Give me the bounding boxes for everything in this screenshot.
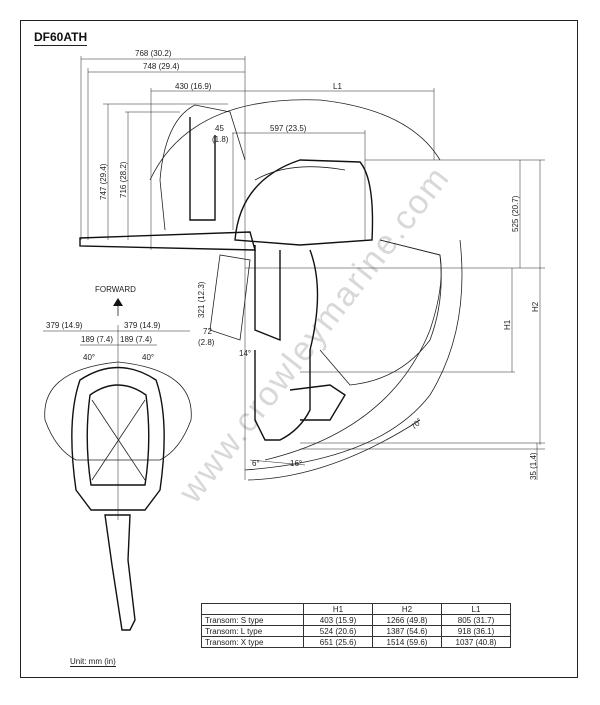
label-dimensions-H1: H1 [503,319,512,330]
label-dimensions-d72_b: (2.8) [198,338,215,347]
label-table-rows-0-2: 1266 (49.8) [372,614,442,626]
label-dimensions-d45_a: 45 [215,124,224,133]
outboard-motor-side-view [79,104,442,441]
label-table-rows-1-3: 918 (36.1) [441,625,511,637]
label-table-headers-1: H1 [303,603,373,615]
label-table-rows-0-3: 805 (31.7) [441,614,511,626]
top-dimensions: 768 (30.2) 748 (29.4) 430 (16.9) L1 45 (… [80,49,435,480]
forward-arrow-icon [113,298,123,306]
label-table-headers-3: L1 [441,603,511,615]
label-dimensions-d768: 768 (30.2) [135,49,172,58]
label-dimensions-L1: L1 [333,82,342,91]
label-dimensions-d748: 748 (29.4) [143,62,180,71]
label-table-rows-1-1: 524 (20.6) [303,625,373,637]
label-table-headers-2: H2 [372,603,442,615]
label-dimensions-H2: H2 [531,301,540,312]
label-dimensions-d379_l: 379 (14.9) [46,321,83,330]
label-table-rows-2-2: 1514 (59.6) [372,636,442,648]
model-title: DF60ATH [34,30,88,46]
label-dimensions-d321: 321 (12.3) [197,281,206,318]
label-dimensions-d747: 747 (29.4) [99,163,108,200]
label-dimensions-a14: 14° [239,349,251,358]
outboard-motor-top-view: 379 (14.9) 379 (14.9) 189 (7.4) 189 (7.4… [43,298,192,631]
vertical-dimensions-left: 747 (29.4) 716 (28.2) 321 (12.3) 72 (2.8… [99,103,251,358]
drawing-frame [20,20,578,678]
label-dimensions-d379_r: 379 (14.9) [124,321,161,330]
label-dimensions-d189_l: 189 (7.4) [81,335,113,344]
label-dimensions-d189_r: 189 (7.4) [120,335,152,344]
label-table-headers-0 [201,603,304,615]
label-table-rows-0-0: Transom: S type [201,614,304,626]
table-header-row: H1 H2 L1 [201,603,511,615]
label-dimensions-d430: 430 (16.9) [175,82,212,91]
label-table-rows-2-1: 651 (25.6) [303,636,373,648]
label-dimensions-a40_r: 40° [142,353,154,362]
vertical-dimensions-right: 525 (20.7) H1 H2 35 (1.4) [245,159,545,480]
label-dimensions-a6: 6° [252,459,260,468]
label-dimensions-d35: 35 (1.4) [529,452,538,480]
label-dimensions-a16: 16° [290,459,302,468]
label-dimensions-d72_a: 72 [203,327,212,336]
label-dimensions-a40_l: 40° [83,353,95,362]
label-dimensions-d45_b: (1.8) [212,135,229,144]
label-table-rows-1-2: 1387 (54.6) [372,625,442,637]
label-dimensions-d597: 597 (23.5) [270,124,307,133]
label-table-rows-1-0: Transom: L type [201,625,304,637]
label-dimensions-d716: 716 (28.2) [119,161,128,198]
label-dimensions-a70: 70° [409,416,424,431]
label-table-rows-2-0: Transom: X type [201,636,304,648]
unit-label: Unit: mm (in) [70,657,116,667]
forward-label: FORWARD [95,285,136,294]
label-table-rows-2-3: 1037 (40.8) [441,636,511,648]
label-dimensions-d525: 525 (20.7) [511,195,520,232]
label-table-rows-0-1: 403 (15.9) [303,614,373,626]
